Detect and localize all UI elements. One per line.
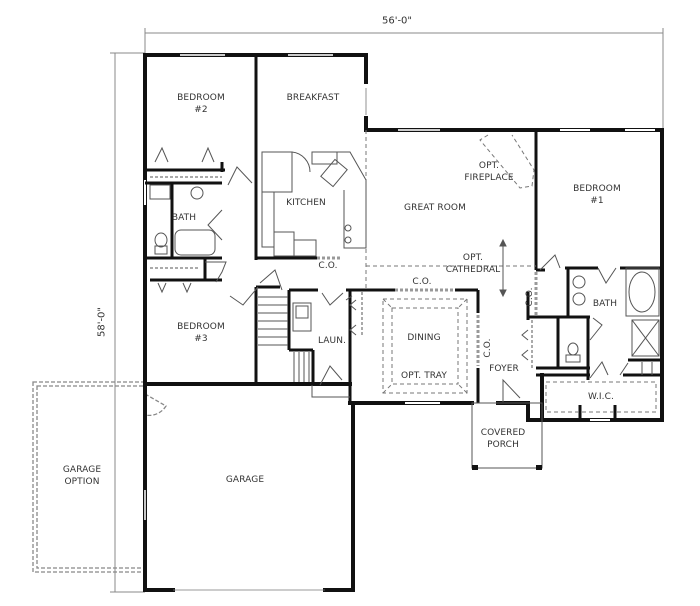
room-label-great-room: GREAT ROOM (404, 203, 466, 213)
width-dimension: 56'-0" (381, 15, 413, 27)
room-label-opt-tray: OPT. TRAY (401, 371, 447, 381)
room-label-opt-cathedral: OPT. CATHEDRAL (445, 253, 501, 275)
room-label-bath-1: BATH (592, 299, 618, 309)
dimension-lines (110, 28, 664, 593)
room-label-co-dining: C.O. (412, 277, 432, 287)
room-label-laundry: LAUN. (317, 336, 347, 346)
room-label-covered-porch: COVERED PORCH (480, 428, 526, 450)
exterior-walls (143, 53, 664, 592)
label-co-bedroom1: C.O. (525, 287, 535, 307)
room-label-garage-option: GARAGE OPTION (62, 465, 102, 487)
room-label-wic: W.I.C. (588, 392, 614, 402)
room-label-bedroom-3: BEDROOM #3 (177, 322, 225, 344)
cased-openings (317, 256, 538, 366)
room-label-dining: DINING (407, 333, 441, 343)
room-label-foyer: FOYER (489, 364, 519, 374)
room-label-opt-fireplace: OPT. FIREPLACE (464, 161, 514, 183)
room-label-kitchen: KITCHEN (286, 198, 326, 208)
label-co-foyer: C.O. (483, 338, 493, 358)
room-label-bedroom-1: BEDROOM #1 (573, 184, 621, 206)
room-label-bath-2: BATH (171, 213, 197, 223)
room-label-garage: GARAGE (225, 475, 265, 485)
room-label-breakfast: BREAKFAST (286, 93, 340, 103)
interior-walls (145, 55, 662, 420)
room-label-bedroom-2: BEDROOM #2 (177, 93, 225, 115)
room-label-co-kitchen: C.O. (318, 261, 338, 271)
fixtures (149, 146, 660, 469)
depth-dimension: 58'-0" (96, 306, 108, 338)
